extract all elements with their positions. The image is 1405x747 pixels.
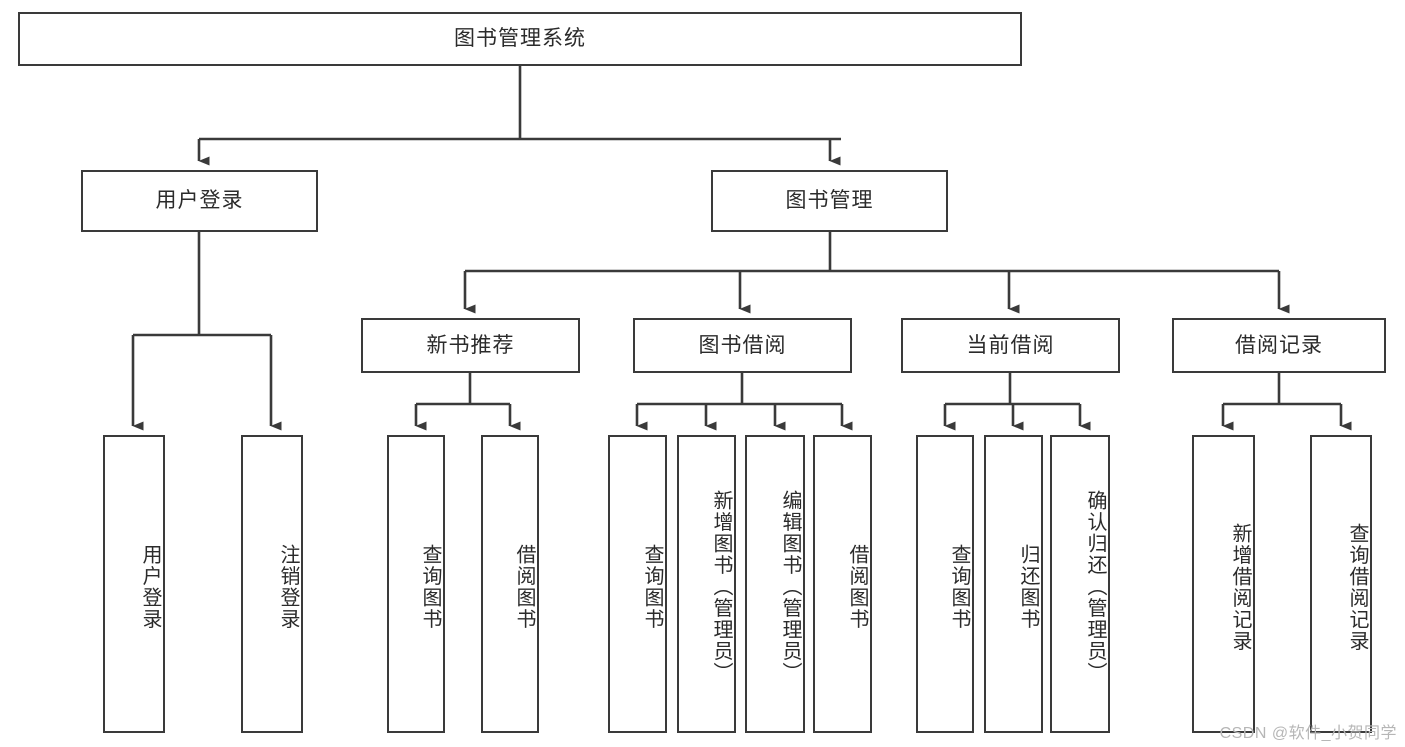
node-leaf-user-login-label: 用户登录 xyxy=(139,544,161,630)
node-leaf-query-book-current-label: 查询图书 xyxy=(948,544,970,630)
node-current-borrow-label: 当前借阅 xyxy=(966,333,1055,357)
node-borrow-record[interactable]: 借阅记录 xyxy=(1172,318,1386,373)
node-leaf-edit-book-admin[interactable]: 编辑图书（管理员） xyxy=(745,435,805,733)
node-leaf-add-borrow-record[interactable]: 新增借阅记录 xyxy=(1192,435,1255,733)
watermark-text: CSDN @软件_小贺同学 xyxy=(1219,725,1397,742)
node-leaf-return-book-label: 归还图书 xyxy=(1017,544,1039,630)
node-leaf-query-book-rec[interactable]: 查询图书 xyxy=(387,435,445,733)
node-book-borrow[interactable]: 图书借阅 xyxy=(633,318,852,373)
node-leaf-add-borrow-record-label: 新增借阅记录 xyxy=(1229,522,1251,652)
node-current-borrow[interactable]: 当前借阅 xyxy=(901,318,1120,373)
node-leaf-return-book[interactable]: 归还图书 xyxy=(984,435,1043,733)
node-leaf-confirm-return-admin-label: 确认归还（管理员） xyxy=(1084,490,1106,684)
node-leaf-borrow-book-rec-label: 借阅图书 xyxy=(513,544,535,630)
node-new-book-recommend-label: 新书推荐 xyxy=(426,333,515,357)
node-leaf-query-book-rec-label: 查询图书 xyxy=(419,544,441,630)
node-leaf-borrow-book-label: 借阅图书 xyxy=(846,544,868,630)
node-leaf-user-login[interactable]: 用户登录 xyxy=(103,435,165,733)
node-leaf-query-borrow-record[interactable]: 查询借阅记录 xyxy=(1310,435,1372,733)
node-leaf-query-book-current[interactable]: 查询图书 xyxy=(916,435,974,733)
node-leaf-query-book-borrow[interactable]: 查询图书 xyxy=(608,435,667,733)
node-root-label: 图书管理系统 xyxy=(454,27,586,51)
node-leaf-user-logout[interactable]: 注销登录 xyxy=(241,435,303,733)
node-borrow-record-label: 借阅记录 xyxy=(1235,333,1323,357)
node-book-manage-label: 图书管理 xyxy=(785,189,874,213)
node-user-login-label: 用户登录 xyxy=(155,189,244,213)
node-book-borrow-label: 图书借阅 xyxy=(698,333,787,357)
node-new-book-recommend[interactable]: 新书推荐 xyxy=(361,318,580,373)
node-leaf-query-book-borrow-label: 查询图书 xyxy=(641,544,663,630)
node-user-login[interactable]: 用户登录 xyxy=(81,170,318,232)
node-leaf-borrow-book-rec[interactable]: 借阅图书 xyxy=(481,435,539,733)
node-leaf-borrow-book[interactable]: 借阅图书 xyxy=(813,435,872,733)
node-leaf-confirm-return-admin[interactable]: 确认归还（管理员） xyxy=(1050,435,1110,733)
node-leaf-add-book-admin-label: 新增图书（管理员） xyxy=(710,490,732,684)
node-book-manage[interactable]: 图书管理 xyxy=(711,170,948,232)
node-leaf-user-logout-label: 注销登录 xyxy=(277,544,299,630)
node-root[interactable]: 图书管理系统 xyxy=(18,12,1022,66)
node-leaf-add-book-admin[interactable]: 新增图书（管理员） xyxy=(677,435,736,733)
node-leaf-query-borrow-record-label: 查询借阅记录 xyxy=(1346,522,1368,652)
node-leaf-edit-book-admin-label: 编辑图书（管理员） xyxy=(779,490,801,684)
